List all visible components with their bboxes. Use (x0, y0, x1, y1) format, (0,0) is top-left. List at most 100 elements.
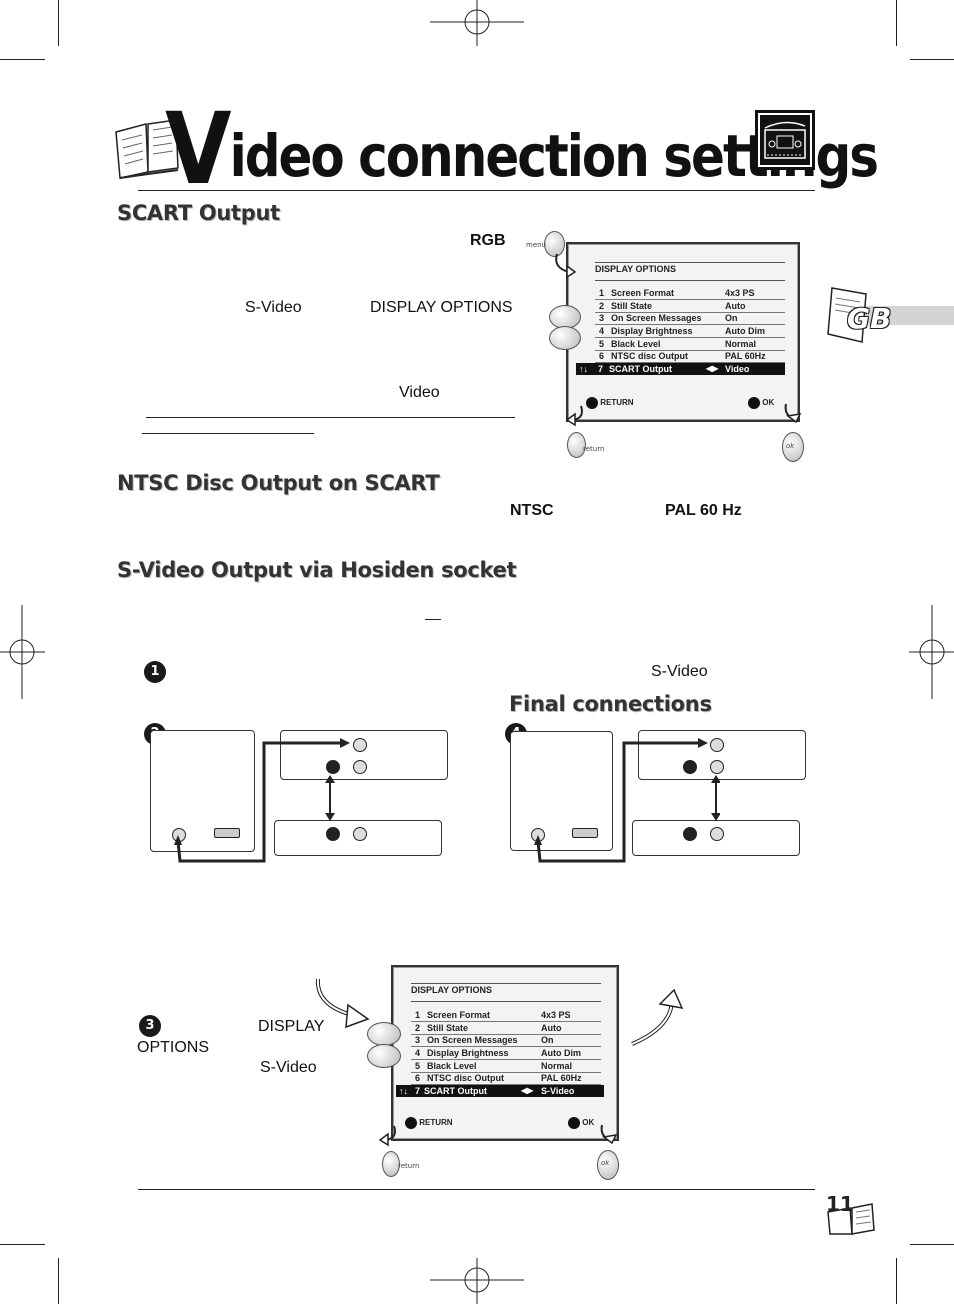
registration-mark-right (909, 605, 954, 699)
return-button-label: return (398, 1162, 420, 1170)
s-video-socket-icon (710, 760, 724, 774)
keyword-rgb: RGB (470, 232, 506, 249)
osd-return-hint: RETURN (405, 1117, 453, 1129)
osd-header: DISPLAY OPTIONS (411, 985, 493, 995)
section-heading-final-connections: Final connections (509, 692, 712, 716)
underline (142, 433, 314, 434)
osd-row-selected[interactable]: ↑↓ 7 SCART Output ◀▶ Video (576, 363, 785, 375)
crop-mark (0, 59, 45, 60)
return-button[interactable] (567, 432, 586, 458)
s-video-socket-icon (353, 760, 367, 774)
left-right-arrows-icon: ◀▶ (521, 1086, 534, 1095)
scart-socket-icon (214, 828, 240, 838)
book-icon (115, 119, 179, 179)
osd-row-selected[interactable]: ↑↓ 7 SCART Output ◀▶ S-Video (396, 1085, 604, 1097)
socket-icon (683, 760, 697, 774)
footer-rule (138, 1189, 815, 1190)
osd-rule (411, 1001, 601, 1002)
left-right-arrows-icon: ◀▶ (706, 364, 719, 373)
crop-mark (910, 1244, 954, 1245)
menu-button-label: menu (526, 241, 546, 249)
keyword-display-options: DISPLAY OPTIONS (370, 299, 513, 316)
s-video-socket-icon (353, 738, 367, 752)
keyword-display: DISPLAY (258, 1018, 325, 1035)
crop-mark (896, 1258, 897, 1304)
s-video-socket-icon (353, 827, 367, 841)
up-down-arrows-icon: ↑↓ (579, 364, 588, 374)
s-video-socket-icon (710, 738, 724, 752)
crop-mark (58, 0, 59, 46)
keyword-pal-60hz: PAL 60 Hz (665, 502, 742, 519)
crop-mark (0, 1244, 45, 1245)
ok-dot-icon (568, 1117, 580, 1129)
socket-icon (326, 760, 340, 774)
menu-button[interactable] (544, 231, 565, 257)
language-tab-label: GB (847, 302, 892, 335)
language-tab-bar (848, 306, 954, 325)
registration-mark-top (430, 0, 524, 46)
osd-rule (595, 262, 785, 263)
section-heading-s-video: S-Video Output via Hosiden socket (117, 558, 517, 582)
underline (425, 619, 441, 620)
page-number: 11 (826, 1192, 854, 1216)
device-box (274, 820, 442, 856)
down-button[interactable] (549, 326, 581, 350)
ok-button-label: ok (601, 1159, 610, 1167)
up-button[interactable] (549, 305, 581, 329)
ok-button[interactable] (782, 432, 804, 462)
book-icon (827, 287, 867, 343)
step-3-badge: 3 (139, 1015, 161, 1037)
arrow-icon (784, 403, 802, 424)
registration-mark-left (0, 605, 45, 699)
equipment-icon (755, 110, 815, 170)
arrow-icon (315, 978, 370, 1029)
keyword-ntsc: NTSC (510, 502, 554, 519)
section-heading-ntsc: NTSC Disc Output on SCART (117, 471, 440, 495)
crop-mark (58, 1258, 59, 1304)
crop-mark (896, 0, 897, 46)
return-button[interactable] (382, 1151, 400, 1177)
keyword-s-video: S-Video (245, 299, 302, 316)
down-button[interactable] (367, 1044, 401, 1068)
arrow-icon (600, 1124, 618, 1145)
arrow-icon (565, 405, 583, 427)
keyword-s-video: S-Video (651, 663, 708, 680)
ok-button[interactable] (597, 1150, 619, 1180)
underline (146, 417, 515, 418)
section-heading-scart-output: SCART Output (117, 201, 280, 225)
osd-ok-hint: OK (568, 1117, 594, 1129)
arrow-icon (555, 253, 577, 279)
return-button-label: return (583, 445, 605, 453)
scart-socket-icon (572, 828, 598, 838)
up-button[interactable] (367, 1022, 401, 1046)
osd-rule (595, 280, 785, 281)
osd-header: DISPLAY OPTIONS (595, 264, 677, 274)
ok-dot-icon (748, 397, 760, 409)
cable-icon (174, 738, 350, 863)
socket-icon (326, 827, 340, 841)
header-rule (138, 190, 815, 191)
crop-mark (910, 59, 954, 60)
ok-button-label: ok (786, 442, 795, 450)
keyword-s-video: S-Video (260, 1059, 317, 1076)
arrow-icon (378, 1125, 396, 1147)
osd-rule (411, 983, 601, 984)
up-down-arrows-icon: ↑↓ (399, 1086, 408, 1096)
cable-icon (534, 738, 720, 863)
return-icon (405, 1117, 417, 1129)
book-icon (827, 1203, 875, 1235)
